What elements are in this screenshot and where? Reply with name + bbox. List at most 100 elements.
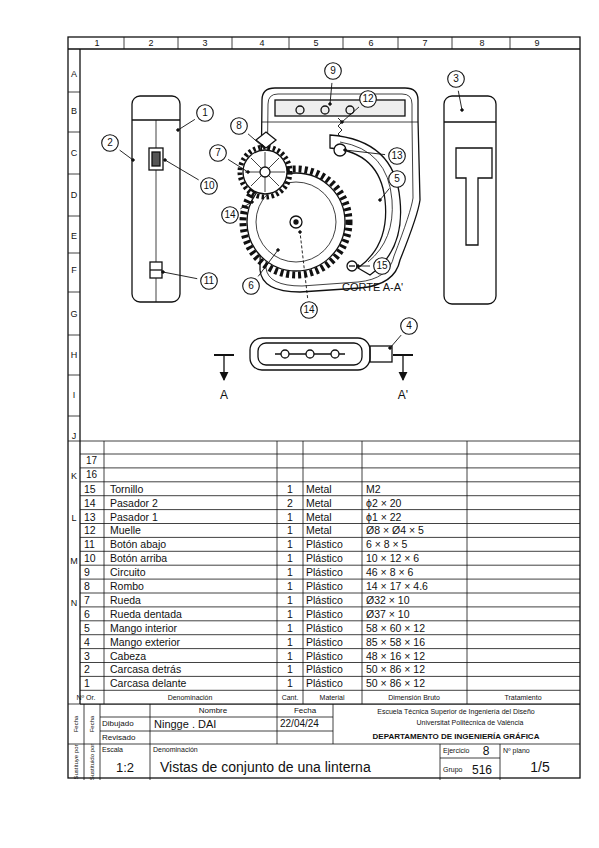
label-text: Cabeza	[110, 650, 146, 661]
callout-circle: 10	[200, 177, 218, 195]
label-text: 5	[313, 39, 318, 48]
label-text: ϕ2 × 20	[366, 497, 401, 508]
label-text: Metal	[306, 497, 332, 508]
label-text: 1	[287, 609, 293, 620]
leader-line	[358, 266, 370, 267]
label-text: Botón abajo	[110, 539, 166, 550]
label-text: Rueda	[110, 595, 141, 606]
leader-line	[228, 159, 248, 172]
callout-number: 15	[373, 257, 391, 275]
callout-number: 8	[230, 117, 248, 135]
callout-number: 3	[447, 70, 465, 88]
leader-line	[120, 150, 133, 160]
label-text: 6	[84, 609, 90, 620]
leader-dot	[329, 103, 332, 106]
label-text: 3	[84, 650, 90, 661]
label-text: Metal	[306, 511, 332, 522]
label-text: L	[71, 514, 76, 523]
callout-circle: 4	[400, 317, 418, 335]
leader-dot	[389, 347, 392, 350]
label-text: 1	[287, 553, 293, 564]
label-text: Metal	[306, 484, 332, 495]
label-text: Plástico	[306, 678, 343, 689]
label-text: 12	[84, 525, 96, 536]
label-text: 2	[84, 664, 90, 675]
label-text: Plástico	[306, 636, 343, 647]
label-text: M2	[366, 484, 381, 495]
label-text: 5	[84, 623, 90, 634]
callout-number: 1	[196, 104, 214, 122]
callout-circle: 3	[447, 70, 465, 88]
leader-dot	[251, 201, 254, 204]
label-text: Nombre	[199, 707, 227, 715]
leader-line	[342, 107, 359, 122]
leader-line	[390, 335, 401, 348]
callout-circle: 13	[388, 147, 406, 165]
label-text: 2	[148, 39, 153, 48]
label-text: Mango interior	[110, 623, 177, 634]
label-text: Tratamiento	[504, 694, 541, 701]
label-text: 50 × 86 × 12	[366, 664, 425, 675]
label-text: Rombo	[110, 581, 144, 592]
label-text: Plástico	[306, 609, 343, 620]
label-text: 15	[84, 484, 96, 495]
label-text: Denominación	[168, 694, 213, 701]
label-text: 1	[94, 39, 99, 48]
label-text: H	[71, 351, 78, 360]
label-text: Plástico	[306, 581, 343, 592]
callout-number: 11	[200, 272, 218, 290]
label-text: N	[71, 599, 78, 608]
callout-circle: 5	[388, 170, 406, 188]
label-text: Plástico	[306, 595, 343, 606]
label-text: 1	[287, 636, 293, 647]
back-view	[444, 96, 496, 304]
label-text: Vistas de conjunto de una linterna	[160, 760, 371, 774]
label-text: Fecha	[73, 716, 79, 733]
label-text: 4	[259, 39, 264, 48]
label-text: 1	[287, 623, 293, 634]
label-text: Carcasa detrás	[110, 664, 181, 675]
callout-number: 7	[209, 144, 227, 162]
label-text: Muelle	[110, 525, 141, 536]
label-text: Nº plano	[503, 747, 530, 754]
leader-lines	[120, 83, 464, 349]
label-text: 10 × 12 × 6	[366, 553, 419, 564]
callout-number: 9	[324, 62, 342, 80]
leader-line	[240, 202, 252, 209]
label-text: 1	[287, 484, 293, 495]
label-text: Botón arriba	[110, 553, 167, 564]
label-text: Plástico	[306, 553, 343, 564]
label-text: 13	[84, 511, 96, 522]
label-text: 50 × 86 × 12	[366, 678, 425, 689]
label-text: Ø32 × 10	[366, 595, 410, 606]
label-text: 4	[84, 636, 90, 647]
label-text: Pasador 1	[110, 511, 158, 522]
label-text: CORTE A-A'	[342, 282, 403, 293]
callout-number: 6	[242, 277, 260, 295]
callout-circle: 12	[359, 90, 377, 108]
leader-dot	[247, 171, 250, 174]
label-text: 10	[84, 553, 96, 564]
label-text: A'	[398, 389, 408, 401]
callout-number: 10	[200, 177, 218, 195]
leader-dot	[261, 145, 264, 148]
leader-line	[300, 232, 308, 298]
label-text: Sustituido por	[89, 744, 95, 781]
label-text: Plástico	[306, 650, 343, 661]
label-text: Ø8 × Ø4 × 5	[366, 525, 424, 536]
label-text: 1	[287, 581, 293, 592]
label-text: Plástico	[306, 539, 343, 550]
label-text: 3	[202, 39, 207, 48]
label-text: Metal	[306, 525, 332, 536]
label-text: Escuela Técnica Superior de Ingeniería d…	[377, 708, 534, 715]
leader-line	[165, 160, 199, 180]
label-text: 8	[84, 581, 90, 592]
callout-number: 14	[300, 301, 318, 319]
label-text: 16	[86, 470, 97, 480]
leader-dot	[461, 109, 464, 112]
callout-circle: 11	[200, 272, 218, 290]
label-text: K	[71, 472, 77, 481]
label-text: Escala	[102, 746, 123, 753]
callout-circle: 2	[101, 134, 119, 152]
label-text: B	[71, 107, 77, 116]
